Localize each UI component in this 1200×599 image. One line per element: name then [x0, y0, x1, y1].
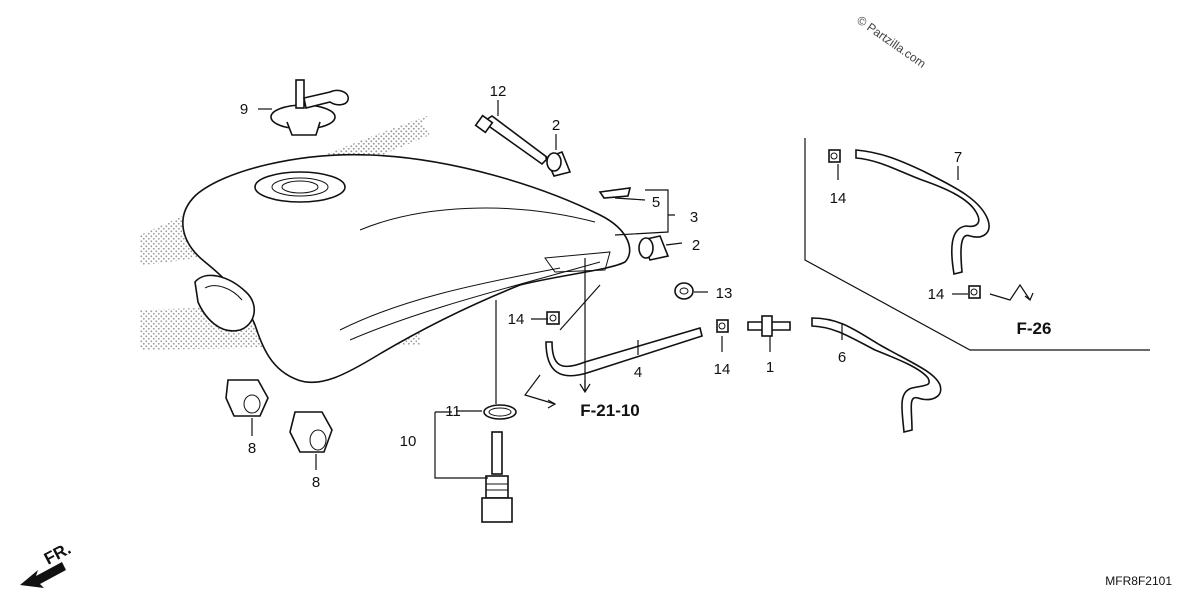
fuel-cap[interactable]	[270, 79, 349, 136]
bolt-1[interactable]	[747, 315, 791, 337]
callout-14-b: 14	[714, 361, 731, 378]
rubber-cushion-8a[interactable]	[225, 379, 269, 417]
rubber-cushion-8b[interactable]	[289, 411, 333, 453]
breather-hose-7[interactable]	[855, 149, 990, 275]
callout-2-lower: 2	[692, 237, 700, 254]
rubber-mount-lower[interactable]	[638, 235, 670, 261]
clip-14-c[interactable]	[828, 149, 841, 163]
reference-f21-10[interactable]: F-21-10	[580, 401, 640, 420]
callout-3: 3	[690, 209, 698, 226]
callout-1: 1	[766, 359, 774, 376]
clip-14-b[interactable]	[716, 319, 729, 333]
callout-8-right: 8	[312, 474, 320, 491]
callout-10: 10	[400, 433, 417, 450]
callout-labels: 1 2 2 3 4 5 6 7 8 8 9 10 11 12 13 14 14 …	[240, 83, 962, 491]
callout-11: 11	[445, 403, 461, 420]
reference-f26[interactable]: F-26	[1017, 319, 1052, 338]
callout-12: 12	[490, 83, 507, 100]
clip-14-d[interactable]	[968, 285, 981, 299]
bolt-12[interactable]	[474, 114, 550, 166]
front-arrow-label: FR.	[41, 539, 74, 569]
fuel-tank[interactable]	[182, 153, 631, 384]
diagram-code: MFR8F2101	[1105, 574, 1172, 588]
callout-13: 13	[716, 285, 733, 302]
breather-hose-6[interactable]	[811, 317, 942, 434]
callout-5: 5	[652, 194, 660, 211]
front-arrow: FR.	[20, 539, 74, 588]
callout-2-upper: 2	[552, 117, 560, 134]
callout-6: 6	[838, 349, 846, 366]
leader-lines	[251, 100, 1034, 479]
callout-9: 9	[240, 101, 248, 118]
f26-bracket	[804, 138, 1150, 351]
callout-14-d: 14	[928, 286, 945, 303]
callout-4: 4	[634, 364, 642, 381]
drain-tube[interactable]	[545, 326, 703, 377]
watermark: © Partzilla.com	[854, 13, 928, 71]
rubber-mount-upper[interactable]	[544, 150, 572, 177]
fuel-sender-unit[interactable]	[481, 431, 513, 523]
callout-8-left: 8	[248, 440, 256, 457]
o-ring-11[interactable]	[483, 404, 517, 420]
callout-14-a: 14	[508, 311, 525, 328]
washer-5[interactable]	[598, 187, 632, 199]
clip-14-a[interactable]	[546, 311, 560, 325]
collar-13[interactable]	[674, 282, 694, 300]
callout-7: 7	[954, 149, 962, 166]
callout-14-c: 14	[830, 190, 847, 207]
